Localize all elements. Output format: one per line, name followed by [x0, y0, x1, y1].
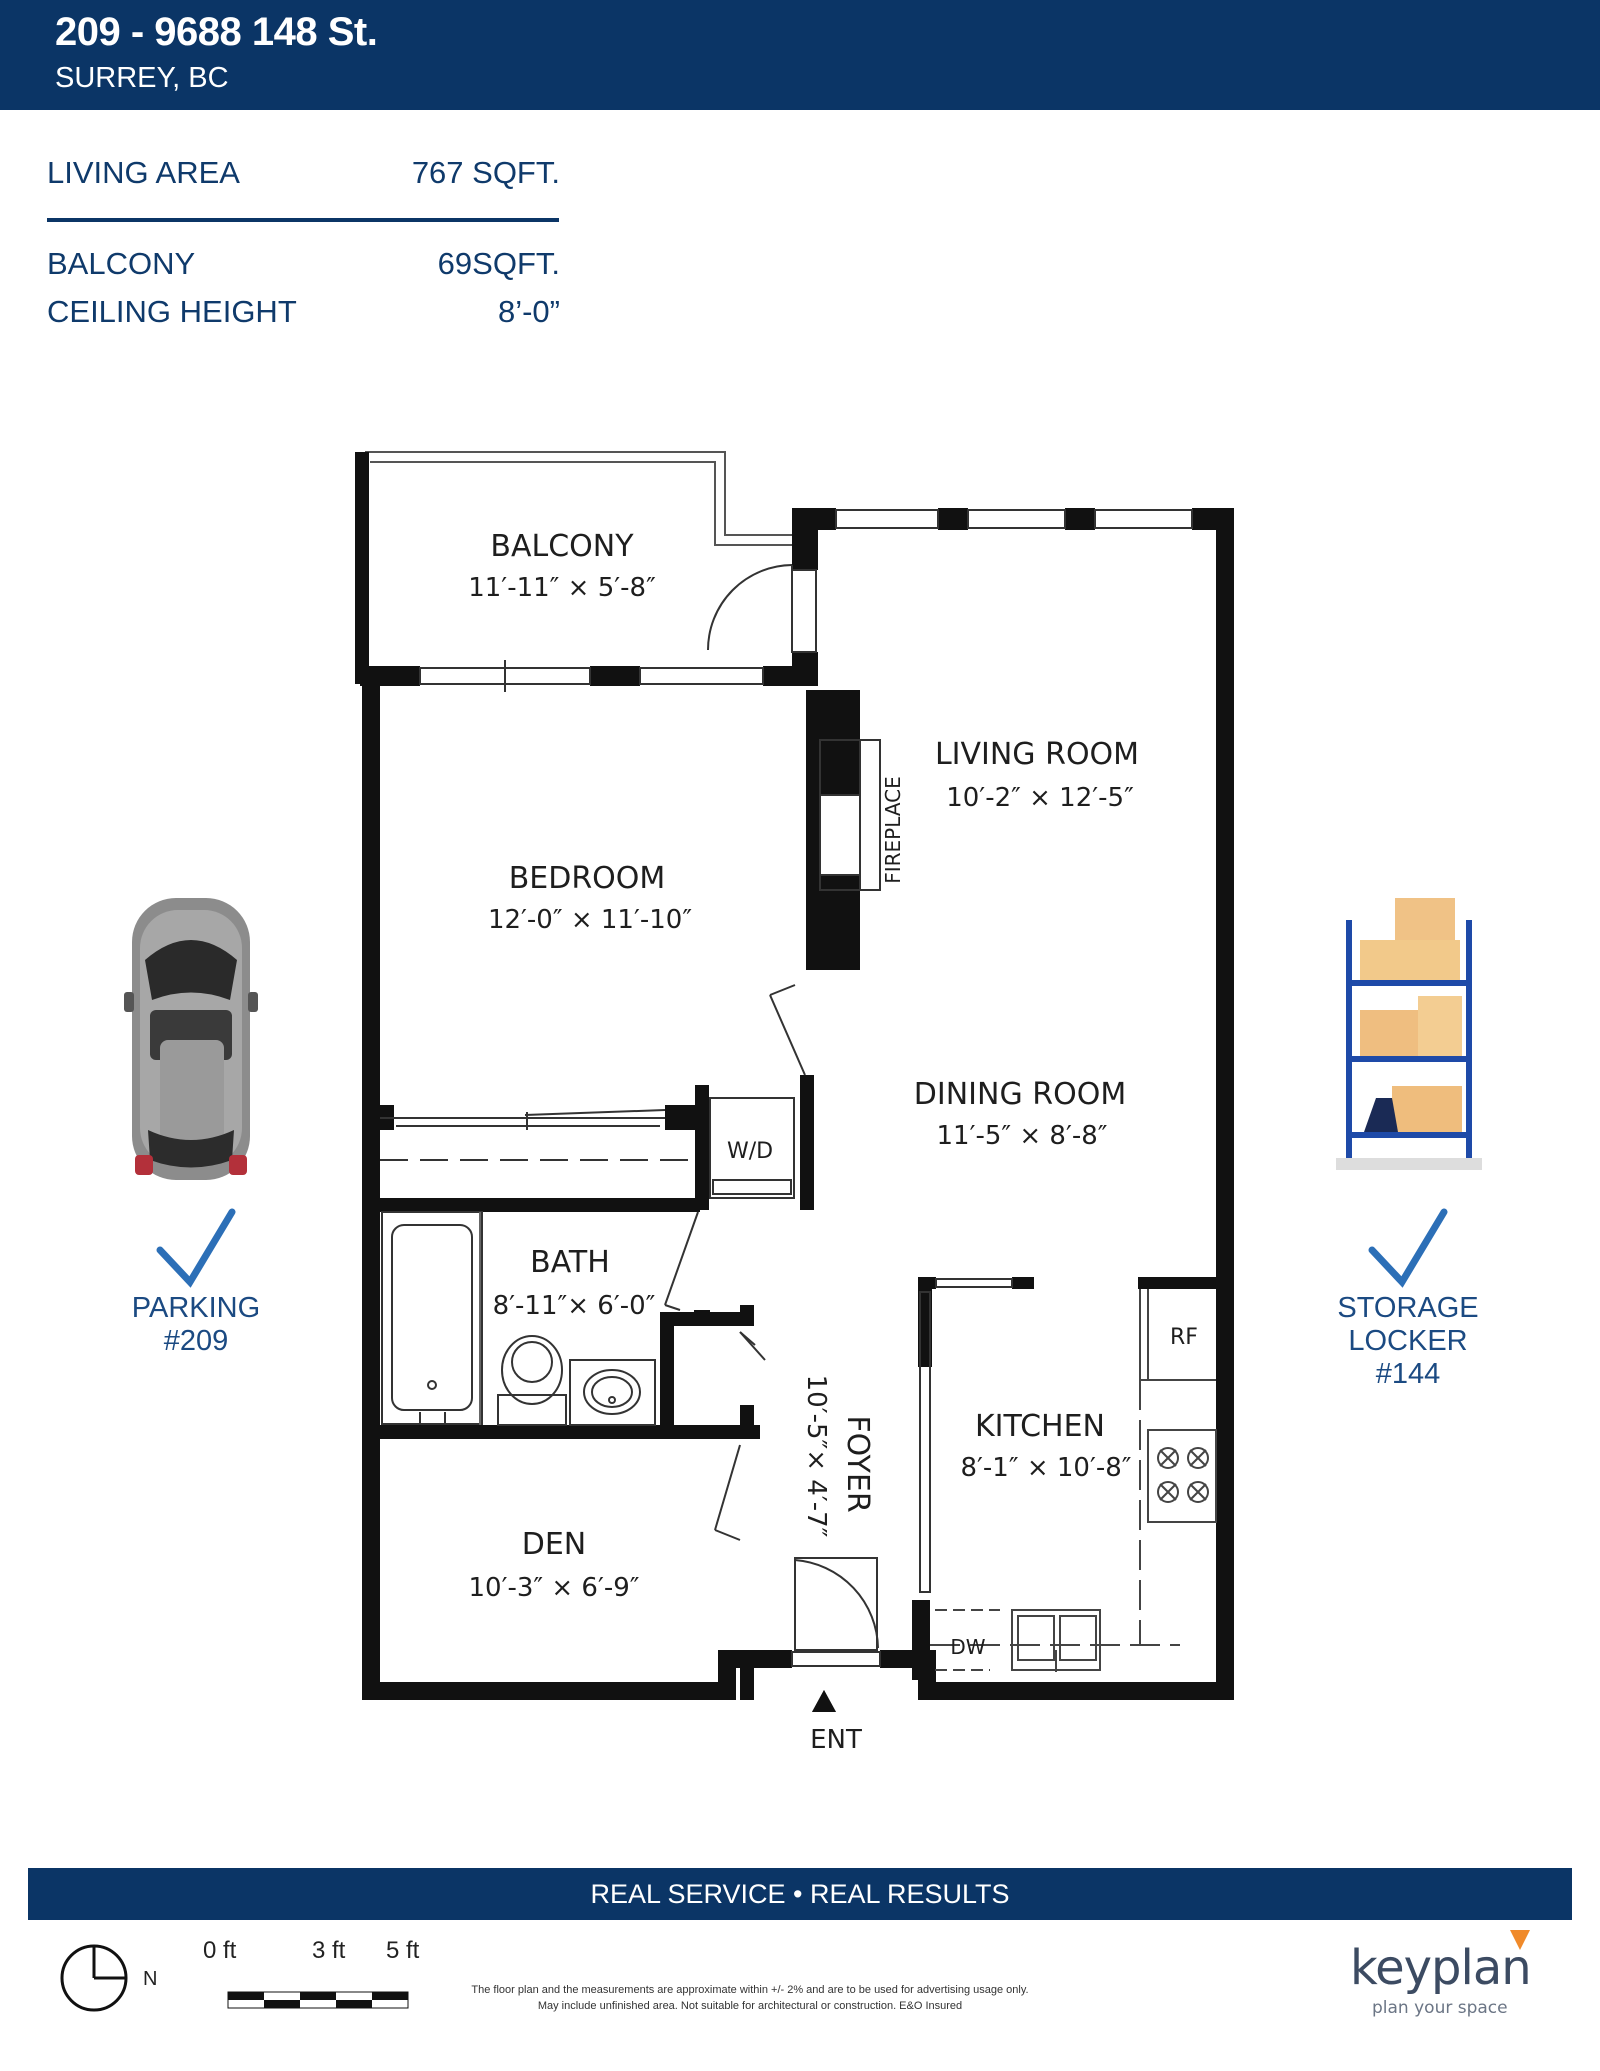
balcony-label: BALCONY [490, 529, 634, 564]
entry-label: ENT [810, 1725, 862, 1755]
parking-title: PARKING [131, 1292, 261, 1324]
keyplan-logo-icon [1510, 1930, 1530, 1950]
washer-dryer-closet [709, 1097, 795, 1199]
storage-title-1: STORAGE [1337, 1292, 1479, 1324]
car-icon [124, 898, 258, 1180]
storage-title-2: LOCKER [1348, 1325, 1468, 1357]
foyer-dims: 10′-5″× 4′-7″ [801, 1375, 831, 1538]
parking-check-icon [156, 1208, 236, 1288]
header-band: 209 - 9688 148 St. SURREY, BC [0, 0, 1600, 110]
parking-label: PARKING #209 [96, 1292, 296, 1358]
keyplan-tagline: plan your space [1372, 1998, 1508, 2018]
tagline-band: REAL SERVICE • REAL RESULTS [28, 1868, 1572, 1920]
foyer-label: FOYER [840, 1415, 875, 1512]
walls [355, 452, 1234, 1700]
fireplace [819, 739, 881, 891]
stats-divider [47, 218, 559, 222]
dining-room-dims: 11′-5″ × 8′-8″ [936, 1121, 1107, 1151]
living-room-dims: 10′-2″ × 12′-5″ [946, 783, 1134, 813]
den-label: DEN [522, 1527, 587, 1562]
storage-check-icon [1368, 1208, 1448, 1288]
kitchen-label: KITCHEN [975, 1409, 1105, 1444]
scale-3-label: 3 ft [312, 1937, 346, 1964]
living-area-value: 767 SQFT. [411, 155, 560, 190]
bath-label: BATH [530, 1245, 610, 1280]
scale-0-label: 0 ft [203, 1937, 237, 1964]
compass-north-label: N [143, 1968, 158, 1990]
windows [419, 509, 1193, 1667]
scale-5-label: 5 ft [386, 1937, 420, 1964]
balcony-dims: 11′-11″ × 5′-8″ [468, 573, 656, 603]
scale-bar [227, 1991, 409, 2009]
storage-number: #144 [1375, 1358, 1441, 1390]
storage-label: STORAGE LOCKER #144 [1308, 1292, 1508, 1391]
kitchen-fixtures [930, 1289, 1217, 1672]
fridge-label: RF [1170, 1325, 1198, 1350]
ceiling-height-value: 8’-0” [497, 294, 560, 329]
property-city: SURREY, BC [55, 62, 229, 94]
balcony-area-value: 69SQFT. [437, 246, 560, 281]
bathroom-fixtures [381, 1211, 656, 1426]
bedroom-dims: 12′-0″ × 11′-10″ [488, 905, 692, 935]
dishwasher-label: DW [950, 1635, 985, 1659]
fireplace-label: FIREPLACE [881, 776, 905, 884]
disclaimer: The floor plan and the measurements are … [380, 1982, 1120, 2014]
living-room-label: LIVING ROOM [935, 737, 1139, 772]
living-area-label: LIVING AREA [47, 155, 240, 190]
disclaimer-line-2: May include unfinished area. Not suitabl… [537, 2000, 963, 2012]
den-dims: 10′-3″ × 6′-9″ [468, 1573, 639, 1603]
washer-dryer-label: W/D [727, 1139, 773, 1164]
property-address: 209 - 9688 148 St. [55, 10, 378, 54]
bedroom-closet [396, 1112, 660, 1130]
storage-shelf-icon [1336, 898, 1482, 1170]
kitchen-dims: 8′-1″ × 10′-8″ [960, 1453, 1131, 1483]
bath-dims: 8′-11″× 6′-0″ [493, 1291, 656, 1321]
ceiling-height-label: CEILING HEIGHT [47, 294, 297, 329]
balcony-area-label: BALCONY [47, 246, 196, 281]
balcony-railing [365, 451, 798, 546]
dining-room-label: DINING ROOM [914, 1077, 1126, 1112]
keyplan-logo: keyplan [1350, 1940, 1532, 1996]
parking-number: #209 [163, 1325, 229, 1357]
bedroom-label: BEDROOM [509, 861, 666, 896]
disclaimer-line-1: The floor plan and the measurements are … [471, 1984, 1029, 1996]
compass-icon [60, 1944, 128, 2012]
